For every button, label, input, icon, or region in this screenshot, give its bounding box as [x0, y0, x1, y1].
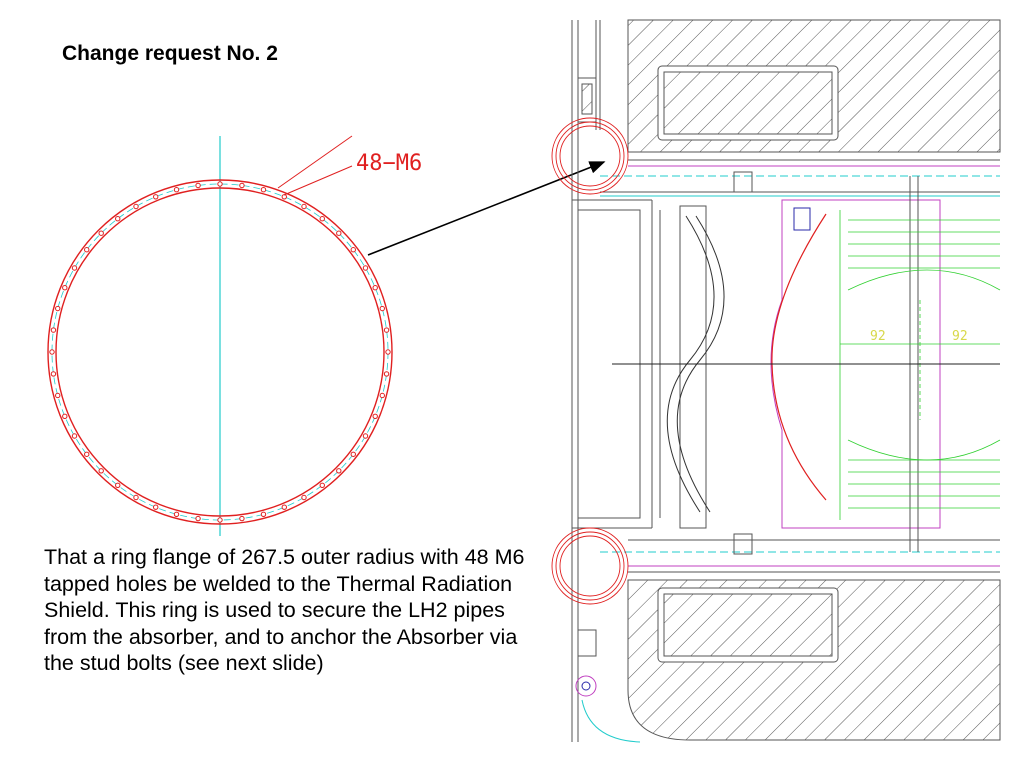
bolt-holes — [49, 181, 391, 523]
cross-section-drawing: 92 92 — [571, 19, 1001, 743]
tapped-hole — [260, 511, 267, 517]
tapped-hole — [115, 482, 121, 488]
tapped-hole — [362, 433, 369, 439]
tapped-hole — [350, 247, 356, 253]
tapped-hole — [372, 413, 378, 419]
tapped-hole — [50, 327, 57, 333]
tapped-hole — [98, 230, 104, 236]
tapped-hole — [372, 285, 378, 291]
tapped-hole — [239, 515, 245, 522]
tapped-hole — [153, 504, 159, 510]
tapped-hole — [195, 515, 201, 522]
flange-location-markers — [551, 117, 629, 605]
tapped-hole — [84, 451, 90, 457]
tapped-hole — [71, 433, 78, 439]
tapped-hole — [379, 305, 385, 312]
tapped-hole — [281, 504, 287, 510]
dimension-label-1: 92 — [870, 329, 886, 344]
tapped-hole — [195, 182, 201, 189]
tapped-hole — [153, 194, 159, 200]
dimension-label-2: 92 — [952, 329, 968, 344]
slide-title: Change request No. 2 — [62, 42, 278, 65]
tapped-hole — [133, 203, 139, 210]
tapped-hole — [55, 305, 61, 312]
tapped-hole — [49, 349, 55, 355]
tapped-hole — [84, 247, 90, 253]
tapped-hole — [50, 371, 57, 377]
tapped-hole — [217, 517, 223, 523]
tapped-hole — [98, 468, 104, 474]
tapped-hole — [55, 392, 61, 399]
tapped-hole — [115, 216, 121, 222]
flange-inner-circle — [55, 187, 385, 517]
tapped-hole — [336, 468, 342, 474]
tapped-hole — [383, 327, 390, 333]
slide-body-text: That a ring flange of 267.5 outer radius… — [44, 545, 525, 675]
tapped-hole — [362, 265, 369, 271]
tapped-hole — [301, 494, 307, 501]
callout-leader-2 — [283, 165, 353, 196]
tapped-hole — [385, 349, 391, 355]
tapped-hole — [336, 230, 342, 236]
tapped-hole — [239, 182, 245, 189]
tapped-hole — [217, 181, 223, 187]
ring-flange: 48−M6 — [47, 135, 422, 536]
tapped-hole — [350, 451, 356, 457]
tapped-hole — [173, 187, 180, 193]
flange-outer-circle — [47, 179, 393, 525]
tapped-hole — [383, 371, 390, 377]
tapped-hole — [62, 413, 68, 419]
tapped-hole — [173, 511, 180, 517]
callout-leader-1 — [277, 135, 353, 189]
leader-arrow — [367, 161, 606, 256]
tapped-hole — [319, 482, 325, 488]
hole-callout-label: 48−M6 — [356, 151, 422, 176]
tapped-hole — [301, 203, 307, 210]
tapped-hole — [379, 392, 385, 399]
tapped-hole — [319, 216, 325, 222]
tapped-hole — [260, 187, 267, 193]
tapped-hole — [71, 265, 78, 271]
tapped-hole — [62, 285, 68, 291]
tapped-hole — [133, 494, 139, 501]
